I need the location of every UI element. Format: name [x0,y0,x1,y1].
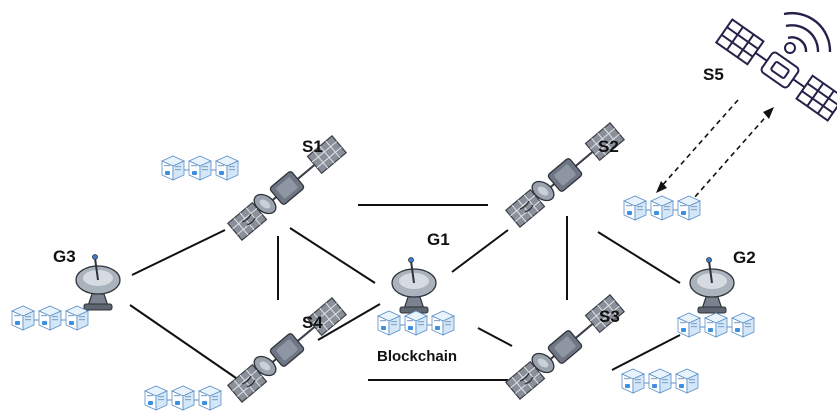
link-s3-g2 [611,334,681,371]
label-s1: S1 [302,137,323,156]
link-s1-g1 [289,227,376,284]
s5-link-arrowheads [656,107,774,193]
label-s4: S4 [302,313,323,332]
links [129,204,681,381]
label-s3: S3 [599,307,620,326]
link-s2-g2 [597,231,681,284]
ledger-g3 [12,306,88,330]
link-g1-s3 [477,327,513,347]
link-s4-g1 [317,303,381,341]
label-g1: G1 [427,230,450,249]
ground-station-g3[interactable] [75,253,121,311]
satellite-s1[interactable] [228,136,346,240]
label-g3: G3 [53,247,76,266]
ledger-s4 [145,386,221,410]
label-g2: G2 [733,248,756,267]
ledger-s2 [624,196,700,220]
link-g3-s1 [131,229,226,276]
label-s2: S2 [598,137,619,156]
satellite-s4[interactable] [228,298,346,402]
ledger-s3 [622,369,698,393]
label-s5: S5 [703,65,724,84]
arrowhead-to-s2 [656,181,667,193]
satellite-s5[interactable] [714,11,837,122]
link-s5-s2 [659,99,771,199]
link-g3-s4 [129,304,237,379]
ledger-g2 [678,313,754,337]
blockchain-label: Blockchain [377,348,457,365]
ledger-g1 [378,311,454,335]
arrowhead-to-s5 [763,107,774,119]
ground-station-g1[interactable] [391,256,437,314]
link-g1-s2 [451,229,509,273]
ground-station-g2[interactable] [689,256,735,314]
ledger-s1 [162,156,238,180]
